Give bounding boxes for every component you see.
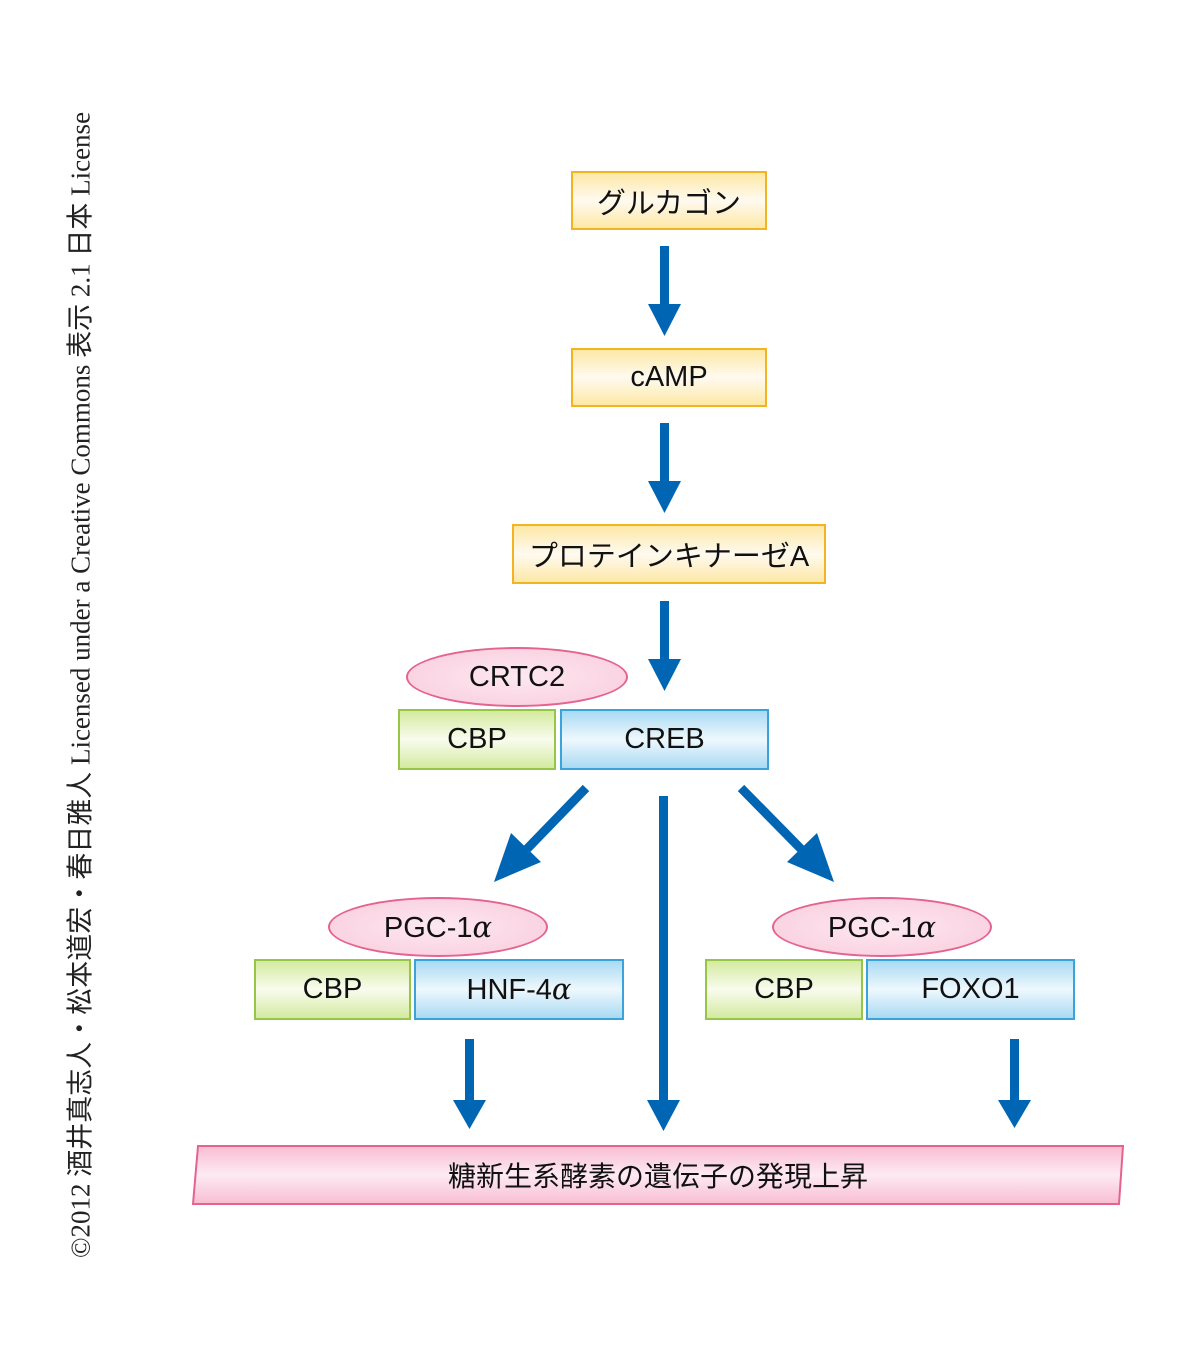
glucagon-node: グルカゴン bbox=[571, 171, 767, 230]
camp-label: cAMP bbox=[630, 361, 708, 393]
cbp-node-top: CBP bbox=[398, 709, 556, 770]
foxo1-label: FOXO1 bbox=[921, 973, 1020, 1005]
foxo1-node: FOXO1 bbox=[866, 959, 1075, 1020]
arrow-creb-to-foxo1 bbox=[737, 784, 834, 882]
arrow-hnf4a-to-result bbox=[453, 1039, 486, 1129]
cbp-node-left: CBP bbox=[254, 959, 411, 1020]
hnf4a-node: HNF-4α bbox=[414, 959, 624, 1020]
crtc2-label: CRTC2 bbox=[468, 660, 566, 693]
protein-kinase-a-label: プロテインキナーゼA bbox=[528, 541, 810, 573]
crtc2-node: CRTC2 bbox=[406, 647, 628, 707]
cbp-node-right: CBP bbox=[705, 959, 863, 1020]
creb-node: CREB bbox=[560, 709, 769, 770]
result-label: 糖新生系酵素の遺伝子の発現上昇 bbox=[447, 1161, 868, 1192]
pgc1a-label-left: PGC-1α bbox=[383, 909, 493, 944]
pgc1a-label-right: PGC-1α bbox=[827, 909, 937, 944]
pgc1a-node-left: PGC-1α bbox=[328, 897, 548, 957]
arrow-foxo1-to-result bbox=[998, 1039, 1031, 1128]
arrow-creb-to-hnf4a bbox=[494, 784, 590, 882]
arrow-creb-to-result bbox=[647, 796, 680, 1131]
cbp-label-left: CBP bbox=[302, 973, 363, 1005]
creb-label: CREB bbox=[624, 723, 705, 755]
arrow-pka-to-creb bbox=[648, 601, 681, 691]
cbp-label-right: CBP bbox=[754, 973, 814, 1005]
cbp-label-top: CBP bbox=[447, 723, 507, 755]
result-box-shape bbox=[192, 1145, 1124, 1205]
glucagon-label: グルカゴン bbox=[596, 187, 742, 220]
protein-kinase-a-node: プロテインキナーゼA bbox=[512, 524, 826, 584]
pgc1a-node-right: PGC-1α bbox=[772, 897, 992, 957]
arrow-camp-to-pka bbox=[648, 423, 681, 513]
gluconeogenic-gene-expression-node: 糖新生系酵素の遺伝子の発現上昇 bbox=[192, 1145, 1124, 1205]
hnf4a-label: HNF-4α bbox=[466, 972, 572, 1006]
arrow-glucagon-to-camp bbox=[648, 246, 681, 336]
camp-node: cAMP bbox=[571, 348, 767, 407]
